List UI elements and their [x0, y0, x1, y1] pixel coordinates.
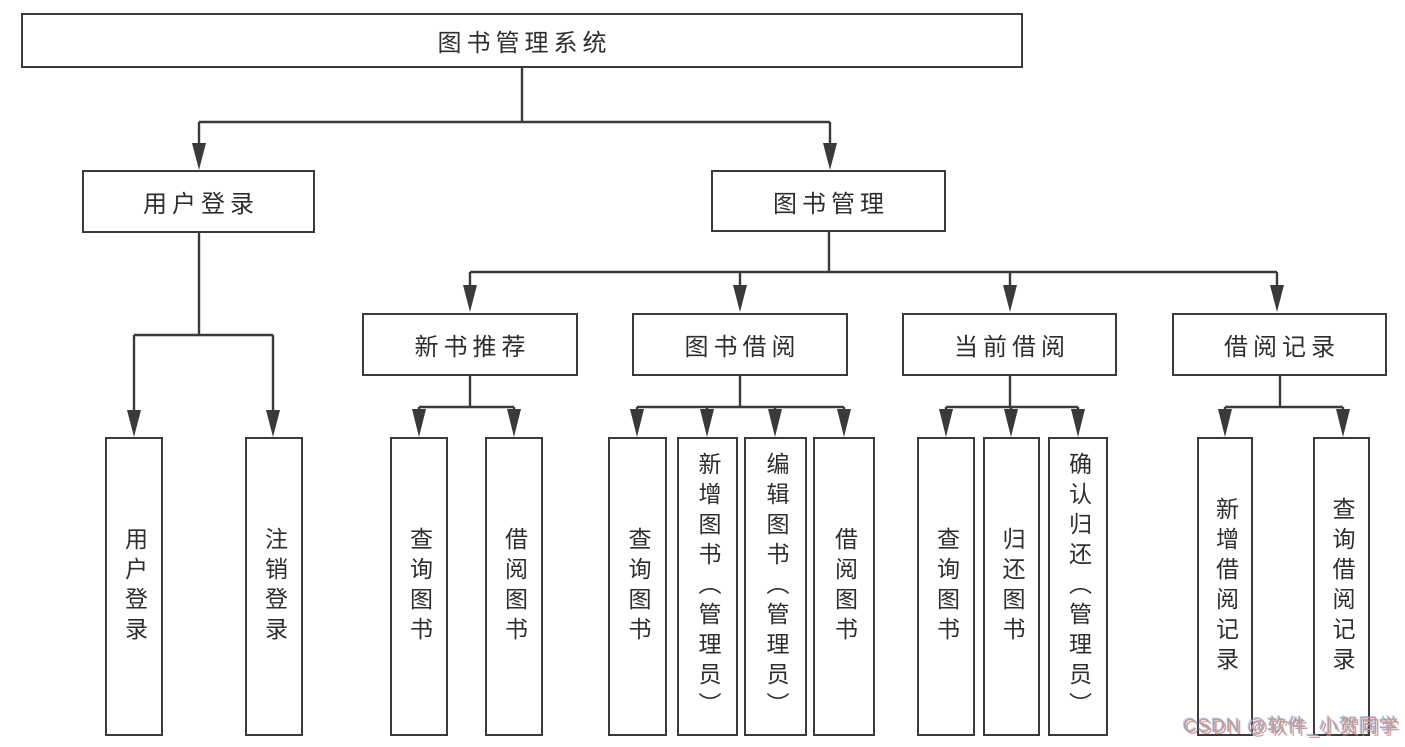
node-label: 用户登录 [121, 526, 148, 647]
arrowhead [1003, 285, 1017, 312]
connector-book-mgmt-children [463, 232, 1284, 312]
node-new-book-recommend: 新书推荐 [362, 313, 578, 376]
arrowhead [733, 285, 747, 312]
node-br-query-record: 查询借阅记录 [1313, 437, 1370, 736]
node-bb-query-books: 查询图书 [608, 437, 667, 736]
arrowhead [1218, 409, 1232, 437]
arrowhead [412, 409, 426, 437]
node-label: 查询借阅记录 [1329, 496, 1355, 677]
arrowhead [823, 143, 837, 170]
node-label: 当前借阅 [954, 334, 1070, 361]
node-book-management: 图书管理 [711, 170, 946, 232]
node-label: 图书管理 [773, 190, 889, 218]
node-cb-query-books: 查询图书 [917, 437, 975, 736]
arrowhead [1004, 409, 1018, 437]
node-current-borrowing: 当前借阅 [902, 313, 1117, 376]
node-label: 注销登录 [261, 526, 288, 647]
node-label: 新书推荐 [414, 334, 531, 361]
node-label: 图书借阅 [684, 334, 801, 361]
node-nb-borrow-books: 借阅图书 [485, 437, 543, 736]
node-label: 新增图书（管理员） [695, 451, 721, 722]
arrowhead [768, 409, 782, 437]
node-label: 用户登录 [143, 191, 259, 218]
arrowhead [1270, 285, 1284, 312]
connector-root-to-level2 [192, 68, 837, 170]
arrowhead [1336, 409, 1350, 437]
arrowhead [192, 143, 206, 170]
node-bb-edit-books-admin: 编辑图书（管理员） [744, 437, 807, 736]
arrowhead [700, 409, 714, 437]
node-bb-borrow-books: 借阅图书 [813, 437, 875, 736]
arrowhead [837, 409, 851, 437]
node-label: 图书管理系统 [437, 30, 612, 57]
connector-borrow-record-children [1218, 376, 1350, 437]
node-label: 查询图书 [625, 526, 651, 647]
node-label: 编辑图书（管理员） [763, 451, 789, 722]
node-nb-query-books: 查询图书 [390, 437, 448, 736]
node-book-borrowing: 图书借阅 [632, 313, 848, 376]
node-bb-add-books-admin: 新增图书（管理员） [677, 437, 738, 736]
node-label: 归还图书 [999, 526, 1025, 647]
node-br-add-record: 新增借阅记录 [1197, 437, 1253, 736]
connector-user-login-children [127, 233, 280, 437]
arrowhead [266, 410, 280, 437]
node-label: 查询图书 [933, 526, 960, 647]
arrowhead [939, 409, 953, 437]
connector-current-borrow-children [939, 376, 1085, 437]
node-cb-confirm-return-admin: 确认归还（管理员） [1048, 437, 1108, 736]
node-logout: 注销登录 [245, 437, 303, 736]
node-label: 新增借阅记录 [1212, 496, 1239, 677]
node-label: 借阅图书 [831, 526, 858, 647]
connector-new-book-children [412, 376, 521, 437]
arrowhead [507, 409, 521, 437]
node-borrowing-records: 借阅记录 [1172, 313, 1387, 376]
node-label: 查询图书 [406, 526, 433, 647]
arrowhead [127, 410, 141, 437]
node-user-login-leaf: 用户登录 [105, 437, 163, 736]
arrowhead [630, 409, 644, 437]
connector-book-borrow-children [630, 376, 851, 437]
node-label: 借阅记录 [1224, 334, 1340, 361]
node-label: 确认归还（管理员） [1065, 451, 1092, 722]
arrowhead [463, 285, 477, 312]
node-root-library-system: 图书管理系统 [21, 13, 1023, 68]
node-label: 借阅图书 [501, 526, 528, 647]
node-user-login: 用户登录 [82, 170, 315, 233]
node-cb-return-books: 归还图书 [983, 437, 1040, 736]
arrowhead [1071, 409, 1085, 437]
